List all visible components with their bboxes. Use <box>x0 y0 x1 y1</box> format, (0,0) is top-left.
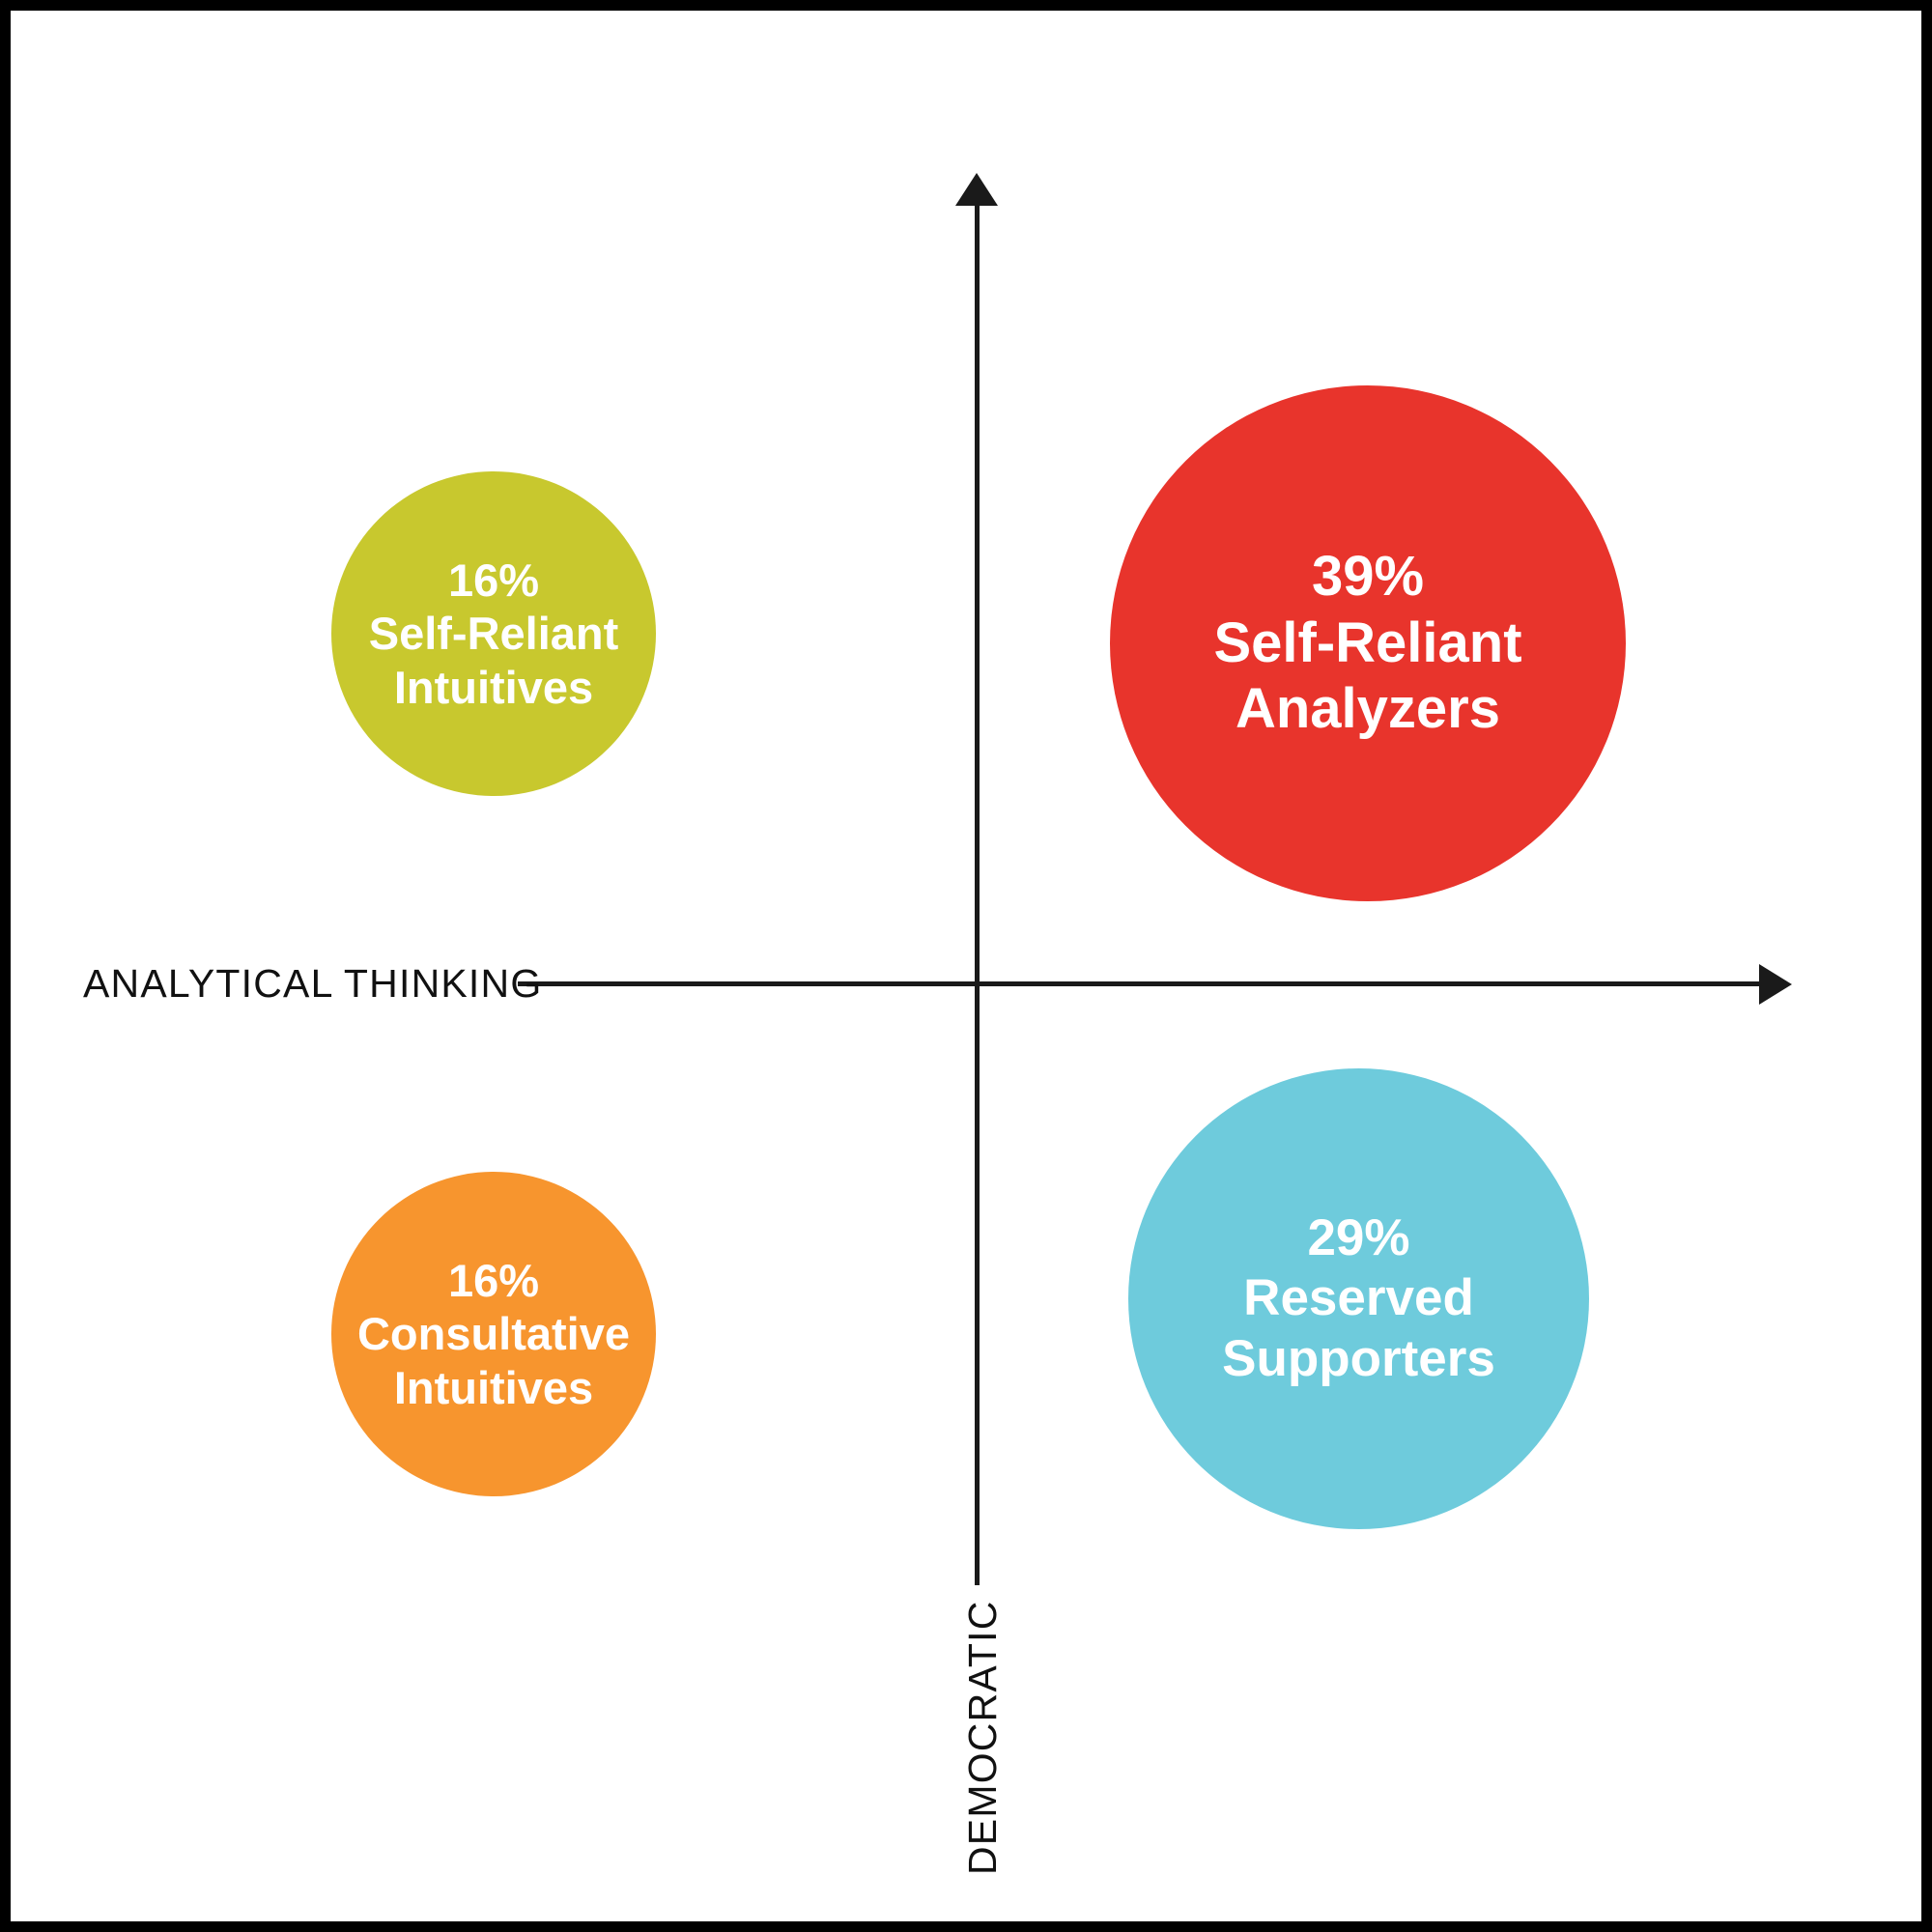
bubble-self-reliant-analyzers[interactable]: 39% Self-Reliant Analyzers <box>1110 385 1626 901</box>
bubble-percent: 39% <box>1311 545 1425 609</box>
bubble-label-line1: Consultative <box>356 1308 631 1360</box>
horizontal-axis-arrow-icon <box>1759 964 1792 1005</box>
vertical-axis-line <box>975 185 980 1585</box>
bubble-consultative-intuitives[interactable]: 16% Consultative Intuitives <box>331 1172 656 1496</box>
bubble-percent: 16% <box>447 1254 540 1306</box>
bubble-label-line2: Intuitives <box>393 661 594 713</box>
vertical-axis-arrow-icon <box>955 173 998 206</box>
bubble-label-line1: Self-Reliant <box>368 608 619 660</box>
x-axis-label: ANALYTICAL THINKING <box>83 961 543 1006</box>
figure-plate: ANALYTICAL THINKING DEMOCRATIC 16% Self-… <box>11 11 1921 1921</box>
bubble-label-line2: Analyzers <box>1235 677 1501 741</box>
bubble-percent: 29% <box>1307 1208 1410 1266</box>
bubble-reserved-supporters[interactable]: 29% Reserved Supporters <box>1128 1068 1589 1529</box>
bubble-label-line2: Supporters <box>1222 1329 1495 1387</box>
y-axis-label: DEMOCRATIC <box>960 1600 1005 1875</box>
bubble-percent: 16% <box>447 554 540 606</box>
bubble-label-line2: Intuitives <box>393 1361 594 1413</box>
bubble-label-line1: Self-Reliant <box>1213 611 1522 674</box>
horizontal-axis-line <box>518 981 1769 986</box>
bubble-label-line1: Reserved <box>1243 1269 1474 1327</box>
bubble-self-reliant-intuitives[interactable]: 16% Self-Reliant Intuitives <box>331 471 656 796</box>
